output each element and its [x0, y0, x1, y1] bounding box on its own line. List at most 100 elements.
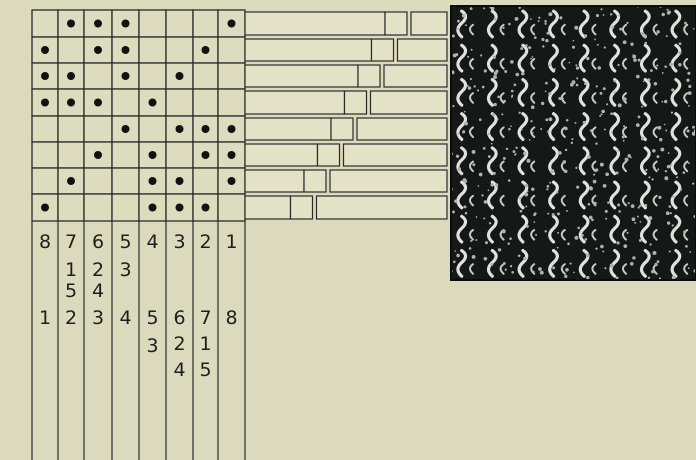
fabric-fleck	[541, 38, 544, 41]
fabric-fleck	[549, 63, 552, 66]
fabric-fleck	[527, 159, 531, 163]
fabric-fleck	[563, 160, 567, 164]
fabric-fleck	[600, 92, 603, 95]
treadle-bar-end	[317, 196, 448, 219]
fabric-fleck	[638, 59, 641, 62]
tieup-dot	[176, 204, 184, 212]
fabric-fleck	[525, 206, 527, 208]
fabric-fleck	[521, 72, 525, 76]
fabric-fleck	[654, 167, 656, 169]
fabric-fleck	[650, 69, 653, 72]
treadle-bar-end	[384, 65, 447, 87]
fabric-fleck	[607, 201, 609, 203]
fabric-fleck	[565, 149, 567, 151]
fabric-fleck	[534, 221, 536, 223]
fabric-fleck	[510, 265, 512, 267]
fabric-fleck	[594, 39, 596, 41]
fabric-fleck	[583, 121, 586, 124]
treadle-step	[318, 144, 340, 166]
fabric-fleck	[668, 152, 670, 154]
fabric-fleck	[664, 124, 666, 126]
tieup-cell	[84, 194, 112, 221]
threading-number: 5	[146, 307, 158, 329]
tieup-cell	[58, 37, 84, 63]
tieup-dot	[122, 20, 130, 28]
fabric-fleck	[470, 7, 473, 10]
fabric-fleck	[532, 56, 534, 58]
threading-number: 4	[173, 359, 185, 381]
fabric-fleck	[688, 85, 691, 88]
fabric-fleck	[676, 176, 678, 178]
fabric-fleck	[507, 242, 510, 245]
fabric-fleck	[648, 216, 652, 220]
fabric-fleck	[464, 180, 468, 184]
fabric-fleck	[605, 210, 608, 213]
fabric-fleck	[610, 112, 613, 115]
fabric-fleck	[462, 14, 465, 17]
fabric-fleck	[664, 100, 667, 103]
fabric-fleck	[665, 130, 667, 132]
fabric-fleck	[531, 188, 534, 191]
fabric-fleck	[566, 119, 569, 122]
fabric-fleck	[611, 26, 613, 28]
threading-number: 7	[199, 307, 211, 329]
tieup-dot	[202, 125, 210, 133]
tieup-dot	[176, 177, 184, 185]
treadle-bar-end	[330, 170, 447, 192]
treadle-step	[358, 65, 380, 87]
fabric-fleck	[457, 28, 459, 30]
fabric-fleck	[468, 86, 471, 89]
fabric-fleck	[639, 239, 642, 242]
fabric-fleck	[657, 155, 660, 158]
fabric-fleck	[617, 204, 620, 207]
fabric-fleck	[614, 91, 616, 93]
fabric-fleck	[467, 56, 469, 58]
fabric-fleck	[678, 63, 682, 67]
fabric-fleck	[630, 262, 634, 266]
fabric-fleck	[505, 268, 507, 270]
fabric-fleck	[672, 195, 674, 197]
tieup-cell	[166, 10, 193, 37]
tieup-dot	[67, 99, 75, 107]
fabric-fleck	[452, 35, 455, 38]
tieup-dot	[228, 20, 236, 28]
fabric-fleck	[547, 185, 550, 188]
fabric-fleck	[581, 234, 584, 237]
fabric-fleck	[656, 65, 658, 67]
tieup-dot	[41, 46, 49, 54]
fabric-fleck	[557, 247, 559, 249]
fabric-fleck	[684, 22, 687, 25]
threading-number: 5	[199, 359, 211, 381]
fabric-fleck	[552, 266, 555, 269]
fabric-fleck	[535, 234, 537, 236]
fabric-fleck	[652, 149, 655, 152]
fabric-fleck	[623, 140, 625, 142]
fabric-fleck	[524, 193, 528, 197]
fabric-fleck	[463, 205, 466, 208]
fabric-fleck	[470, 78, 472, 80]
fabric-fleck	[586, 276, 589, 279]
fabric-fleck	[623, 40, 627, 44]
fabric-fleck	[686, 79, 689, 82]
fabric-fleck	[508, 128, 511, 131]
fabric-fleck	[640, 221, 642, 223]
fabric-fleck	[545, 39, 548, 42]
fabric-fleck	[548, 92, 551, 95]
fabric-fleck	[508, 23, 511, 26]
fabric-fleck	[625, 158, 629, 162]
fabric-fleck	[586, 253, 590, 257]
fabric-fleck	[669, 205, 672, 208]
fabric-fleck	[604, 46, 606, 48]
fabric-fleck	[588, 203, 591, 206]
fabric-fleck	[491, 143, 493, 145]
fabric-fleck	[519, 112, 521, 114]
fabric-fleck	[653, 251, 657, 255]
fabric-fleck	[645, 169, 647, 171]
fabric-fleck	[603, 87, 606, 90]
tieup-dot	[228, 125, 236, 133]
tieup-cell	[32, 10, 58, 37]
tieup-cell	[166, 89, 193, 116]
threading-number: 2	[173, 333, 185, 355]
fabric-fleck	[484, 257, 488, 261]
fabric-fleck	[559, 16, 562, 19]
